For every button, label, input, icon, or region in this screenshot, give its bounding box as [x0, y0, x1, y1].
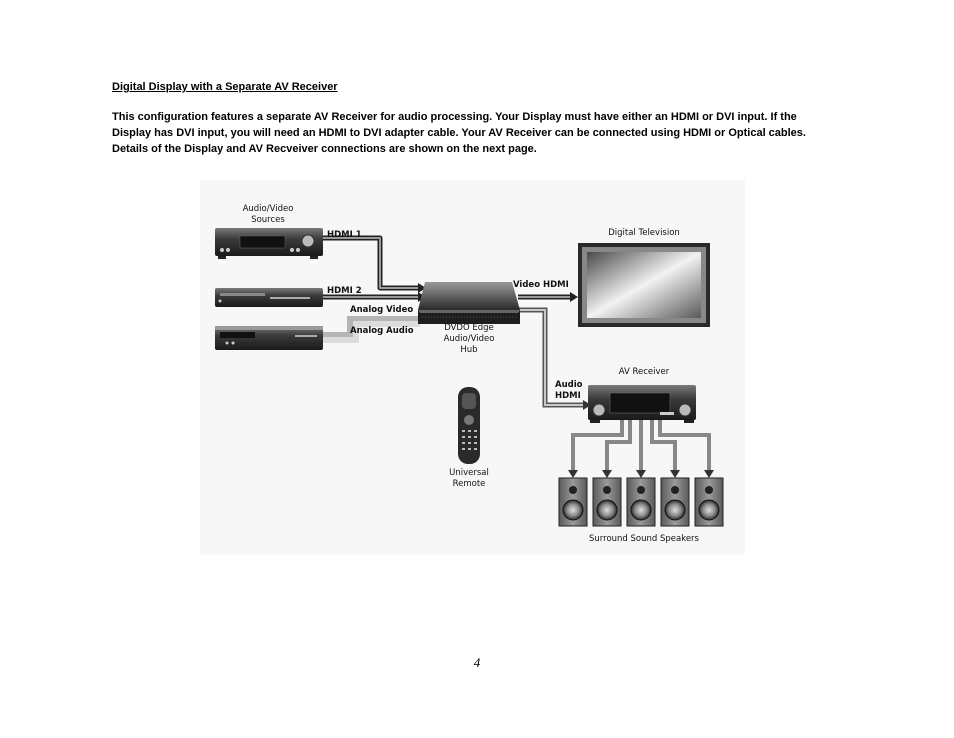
hub-label-line: DVDO Edge	[444, 323, 494, 333]
speaker	[558, 477, 588, 527]
sources-label: Audio/Video Sources	[243, 204, 294, 226]
section-heading: Digital Display with a Separate AV Recei…	[112, 81, 338, 93]
remote-label-line: Universal	[449, 468, 489, 478]
analog-video-label: Analog Video	[350, 305, 414, 315]
speaker	[592, 477, 622, 527]
av-receiver	[588, 385, 696, 423]
audio-hdmi-label-line: HDMI	[555, 391, 581, 401]
sources-label-line: Audio/Video	[242, 204, 294, 214]
remote-label-line: Remote	[452, 479, 486, 489]
speakers-label: Surround Sound Speakers	[589, 534, 699, 544]
tv-label: Digital Television	[608, 228, 680, 238]
connection-diagram: Audio/Video Sources HDMI 1 HDMI 2 Analog…	[200, 180, 745, 555]
av-source-device-1	[215, 228, 323, 259]
intro-line: Display has DVI input, you will need an …	[112, 127, 806, 139]
receiver-label: AV Receiver	[618, 367, 670, 377]
audio-hdmi-cable	[518, 307, 591, 410]
surround-speakers	[558, 477, 724, 527]
sources-label-line: Sources	[251, 215, 285, 225]
diagram-graphics	[200, 180, 745, 555]
analog-cables	[320, 316, 420, 343]
av-source-device-2	[215, 288, 323, 307]
av-source-device-3	[215, 326, 323, 350]
universal-remote	[458, 387, 480, 464]
hdmi1-cable	[320, 235, 426, 293]
hub-label: DVDO Edge Audio/Video Hub	[444, 323, 495, 356]
hub-label-line: Hub	[460, 345, 478, 355]
speaker-cables	[571, 420, 711, 472]
hub-label-line: Audio/Video	[443, 334, 495, 344]
audio-hdmi-label-line: Audio	[555, 380, 583, 390]
dvdo-edge-hub	[418, 282, 520, 324]
speaker	[626, 477, 656, 527]
video-hdmi-label: Video HDMI	[513, 280, 569, 290]
audio-hdmi-label: Audio HDMI	[555, 380, 582, 402]
remote-label: Universal Remote	[449, 468, 489, 490]
speaker	[694, 477, 724, 527]
digital-television	[578, 243, 710, 327]
speaker	[660, 477, 690, 527]
hdmi1-label: HDMI 1	[327, 230, 362, 240]
analog-audio-label: Analog Audio	[350, 326, 414, 336]
speaker-arrowheads	[568, 470, 714, 478]
page-number: 4	[473, 655, 481, 670]
intro-line: Details of the Display and AV Recveiver …	[112, 143, 537, 155]
video-hdmi-cable	[518, 292, 578, 302]
intro-line: This configuration features a separate A…	[112, 111, 797, 123]
intro-paragraph: This configuration features a separate A…	[112, 109, 842, 157]
hdmi2-label: HDMI 2	[327, 286, 362, 296]
